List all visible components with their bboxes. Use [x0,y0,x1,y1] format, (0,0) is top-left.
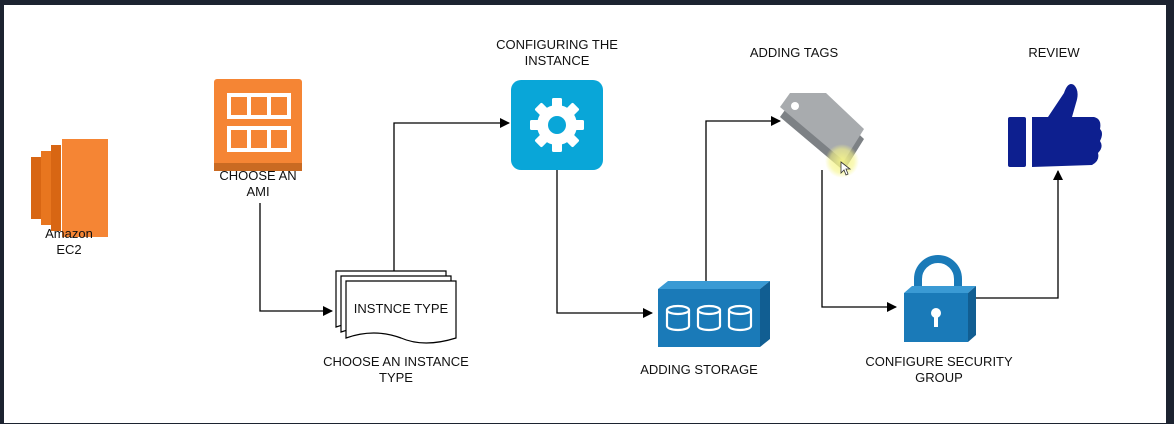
storage-icon [658,281,770,347]
adding-storage-label: ADDING STORAGE [640,362,758,377]
document-stack-icon [335,270,457,344]
tag-icon [780,93,864,178]
cursor-highlight [825,144,859,178]
arrow-instance-type-to-configure [393,118,510,272]
arrow-configure-to-storage [556,170,653,318]
ami-icon [214,79,302,171]
instance-type-document-text: INSTNCE TYPE [353,301,449,316]
arrow-tags-to-security [821,170,897,312]
cursor-pointer-icon [840,161,852,176]
choose-instance-type-label: CHOOSE AN INSTANCE TYPE [323,354,469,385]
adding-tags-label: ADDING TAGS [749,45,839,60]
configure-security-group-label: CONFIGURE SECURITY GROUP [865,354,1013,385]
ec2-label: Amazon EC2 [45,226,93,257]
arrow-storage-to-tags [705,116,781,285]
diagram-canvas: Amazon EC2 CHOOSE AN AMI INSTNCE TYPE CH… [4,5,1166,423]
padlock-icon [904,255,976,342]
ec2-icon [31,139,108,237]
thumbs-up-icon [1008,84,1102,167]
choose-ami-label: CHOOSE AN AMI [219,168,297,199]
arrow-security-to-review [976,170,1063,299]
connectors [259,116,1063,318]
flow-diagram [31,79,1102,347]
review-label: REVIEW [1028,45,1080,60]
arrow-ami-to-instance-type [259,203,333,316]
gear-icon [511,80,603,170]
configuring-instance-label: CONFIGURING THE INSTANCE [496,37,618,68]
